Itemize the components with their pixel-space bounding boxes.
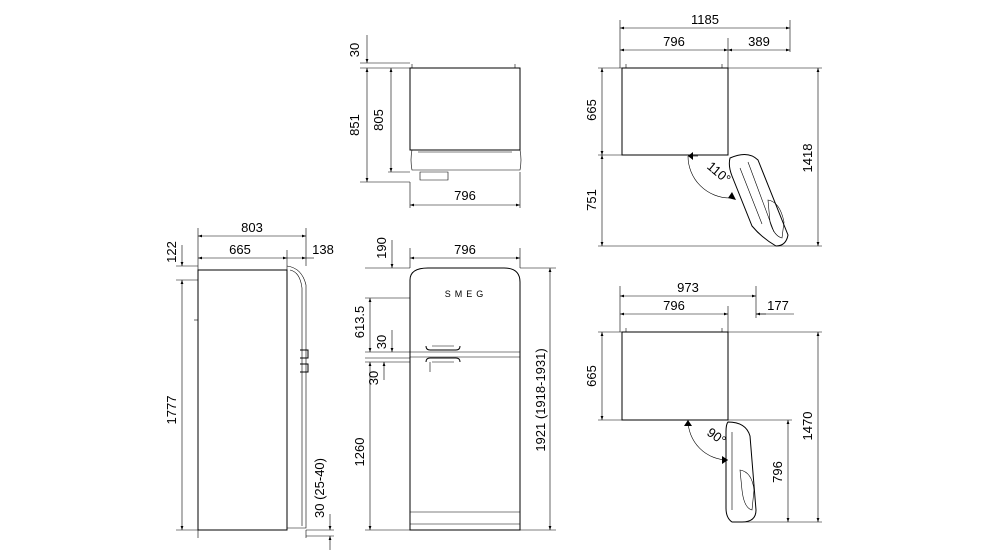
top-view: 30 851 805 796 (347, 35, 522, 208)
open-110-overall-label: 1185 (691, 12, 719, 27)
side-view: 803 665 138 122 1777 30 (25-40) (164, 220, 334, 550)
front-total-label: 1921 (1918-1931) (533, 348, 548, 451)
top-view-body (409, 64, 522, 181)
open-110-door-swing-label: 751 (584, 189, 599, 211)
side-plinth-label: 30 (25-40) (312, 458, 327, 518)
top-view-depth-body-label: 805 (371, 109, 386, 131)
open-110-body (621, 64, 789, 247)
top-view-width-label: 796 (454, 188, 476, 203)
open-90-depth-body-label: 665 (584, 365, 599, 387)
open-90-body-width-label: 796 (663, 298, 685, 313)
open-90-door-swing-label: 796 (770, 461, 785, 483)
open-90-angle-label: 90° (704, 425, 729, 449)
front-view-body (409, 267, 521, 531)
side-view-body (194, 265, 309, 538)
side-height-label: 1777 (164, 396, 179, 425)
top-view-depth-line-label: 30 (347, 43, 362, 57)
smeg-logo: SMEG (445, 289, 488, 299)
top-view-depth-total-label: 851 (347, 114, 362, 136)
side-top-offset-label: 122 (164, 241, 179, 263)
open-110-door-extra-label: 389 (748, 34, 770, 49)
front-handle-gap-b-label: 30 (366, 371, 381, 385)
front-freezer-label: 613.5 (352, 306, 367, 339)
open-110-total-label: 1418 (800, 144, 815, 173)
open-110-body-width-label: 796 (663, 34, 685, 49)
side-handle-depth-label: 138 (312, 242, 334, 257)
open-90-total-label: 1470 (800, 412, 815, 441)
front-view: SMEG 796 190 613.5 30 30 1260 1921 (1918… (352, 237, 556, 531)
front-handle-gap-a-label: 30 (374, 335, 389, 349)
side-body-depth-label: 665 (229, 242, 251, 257)
open-90-overall-label: 973 (677, 280, 699, 295)
open-door-110-view: 110° 1185 796 389 665 751 1418 (584, 12, 822, 247)
open-90-door-extra-label: 177 (767, 298, 789, 313)
side-overall-depth-label: 803 (241, 220, 263, 235)
front-width-label: 796 (454, 242, 476, 257)
front-lid-label: 190 (374, 237, 389, 259)
open-110-depth-body-label: 665 (584, 99, 599, 121)
front-fridge-label: 1260 (352, 438, 367, 467)
open-90-body (621, 328, 757, 523)
open-door-90-view: 90° 973 796 177 665 796 1470 (584, 280, 822, 523)
